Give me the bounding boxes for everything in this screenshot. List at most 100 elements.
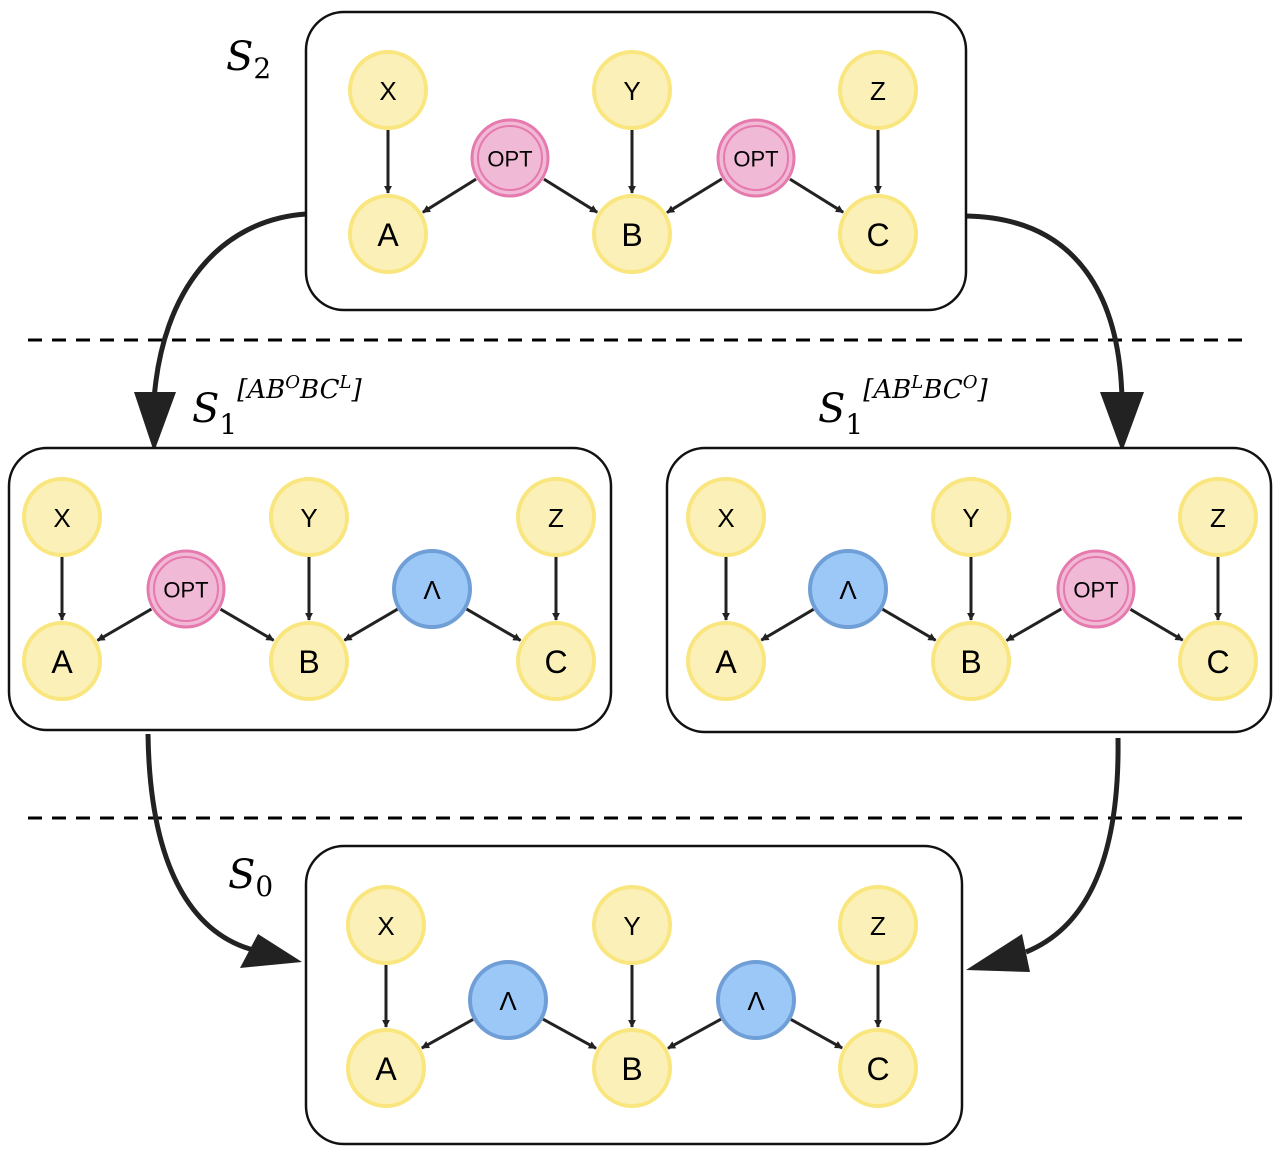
node-lambda-2-label: Λ [423,575,441,605]
panel-s2 [304,10,968,312]
label-s2: S2 [226,34,271,85]
node-y: Y [931,477,1011,557]
node-x-circle [348,50,428,130]
arrow-s1-left-to-s0 [145,733,263,955]
node-b-circle [269,621,349,701]
node-opt-1-inner-ring [153,556,219,622]
node-x: X [346,885,426,965]
node-lambda-1-circle [468,960,548,1040]
panel-s0 [304,844,964,1146]
node-y: Y [592,885,672,965]
node-opt-2-inner-ring [1063,556,1129,622]
node-z-circle [516,477,596,557]
transition-arrows [145,211,1125,955]
node-x: X [686,477,766,557]
node-lambda-1-label: Λ [499,986,517,1016]
node-lambda-1: Λ [808,549,888,629]
node-a-label: A [377,217,399,253]
node-a: A [346,1028,426,1108]
node-a-circle [346,1028,426,1108]
edge-mid1-a [96,607,153,642]
node-b-circle [592,194,672,274]
label-s1-left: S1[ABOBCL] [192,372,362,441]
node-lambda-2: Λ [716,960,796,1040]
node-y-circle [931,477,1011,557]
node-c: C [838,1028,918,1108]
transition-arrowheads [134,392,1144,972]
node-z: Z [838,50,918,130]
node-opt-2: OPT [1056,549,1136,629]
arrowhead-s1-left [134,392,176,452]
node-a-circle [686,621,766,701]
edge-mid2-c [789,177,844,214]
node-lambda-1-label: Λ [839,575,857,605]
node-y-circle [592,50,672,130]
edge-mid1-a [421,1018,474,1050]
node-a: A [686,621,766,701]
node-a-label: A [715,644,737,680]
node-b-label: B [960,644,981,680]
node-b: B [269,621,349,701]
node-z-label: Z [870,911,886,941]
node-b: B [592,1028,672,1108]
node-x: X [348,50,428,130]
label-s0: S0 [228,852,273,903]
node-z-label: Z [548,503,564,533]
node-c-circle [516,621,596,701]
node-z-circle [838,50,918,130]
node-opt-1: OPT [470,118,550,198]
node-z: Z [838,885,918,965]
node-y-label: Y [962,503,979,533]
node-a-label: A [375,1051,397,1087]
node-lambda-2-label: Λ [747,986,765,1016]
node-b-circle [592,1028,672,1108]
edge-mid2-b [343,607,399,642]
node-lambda-2-circle [716,960,796,1040]
node-a: A [348,194,428,274]
node-opt-1-inner-ring [477,125,543,191]
node-y: Y [592,50,672,130]
node-c: C [516,621,596,701]
node-b-label: B [298,644,319,680]
node-x-label: X [377,911,394,941]
graph-s0: X Y Z A B C Λ Λ [346,885,918,1108]
node-b: B [931,621,1011,701]
node-x-label: X [53,503,70,533]
node-c-label: C [1206,644,1229,680]
node-lambda-2: Λ [392,549,472,629]
node-y: Y [269,477,349,557]
node-x-label: X [717,503,734,533]
edge-mid1-a [760,608,815,642]
node-a-label: A [51,644,73,680]
label-s1-right: S1[ABLBCO] [818,372,988,441]
edge-mid1-b [881,607,937,642]
node-b-label: B [621,217,642,253]
edge-mid2-b [1005,607,1063,642]
node-opt-2-label: OPT [733,147,778,172]
node-opt-1-label: OPT [163,578,208,603]
edge-mid1-b [219,607,275,642]
node-lambda-1: Λ [468,960,548,1040]
node-c: C [1178,621,1258,701]
node-x: X [22,477,102,557]
node-c-circle [838,1028,918,1108]
node-a: A [22,621,102,701]
node-a-circle [348,194,428,274]
graph-s1-right: X Y Z A B C Λ OPT [686,477,1258,701]
node-opt-1-outer-ring [146,549,226,629]
node-c-circle [1178,621,1258,701]
node-y-circle [592,885,672,965]
node-opt-2-outer-ring [1056,549,1136,629]
node-c-label: C [866,1051,889,1087]
node-y-circle [269,477,349,557]
node-z: Z [1178,477,1258,557]
arrow-s2-to-s1-left [151,211,307,401]
node-opt-1-label: OPT [487,147,532,172]
node-z: Z [516,477,596,557]
node-a-circle [22,621,102,701]
node-opt-2-outer-ring [716,118,796,198]
node-x-circle [22,477,102,557]
graph-s1-left: X Y Z A B C OPT Λ [22,477,596,701]
